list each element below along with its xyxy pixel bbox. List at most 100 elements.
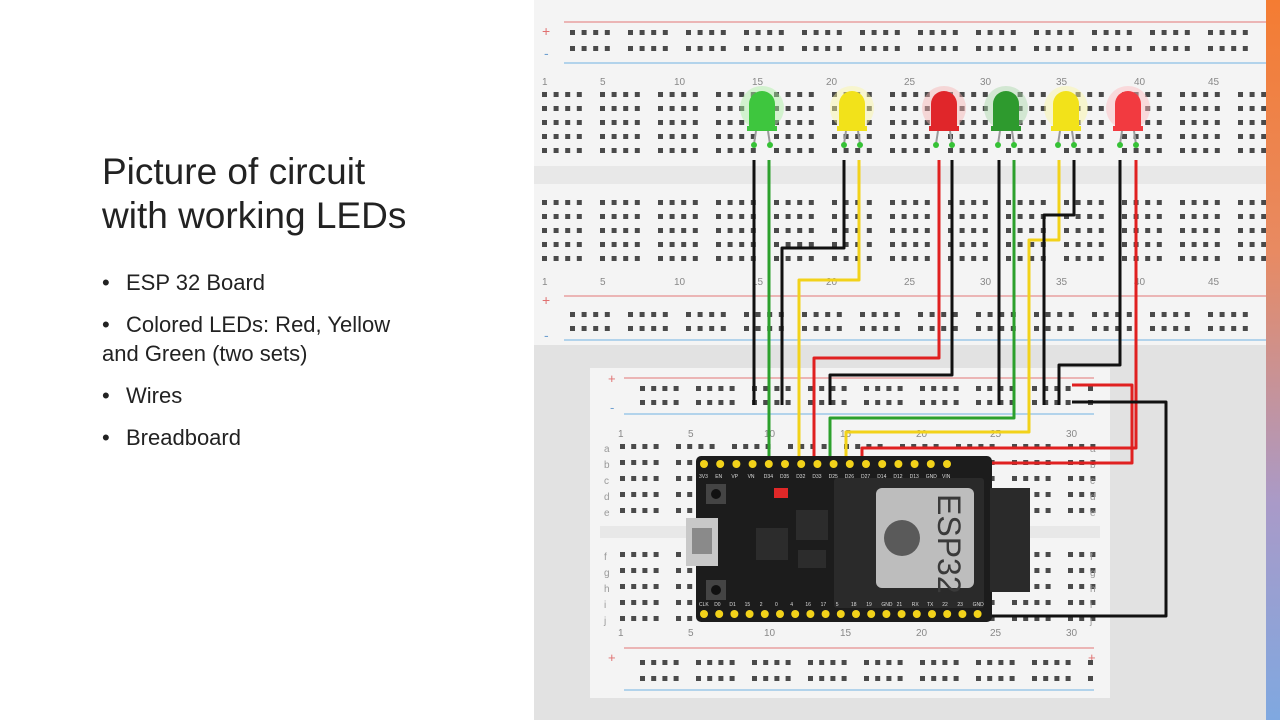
breadboard-hole bbox=[959, 134, 965, 139]
breadboard-hole bbox=[1057, 312, 1063, 317]
pin-label: GND bbox=[926, 474, 938, 480]
breadboard-hole bbox=[1068, 584, 1073, 589]
breadboard-hole bbox=[631, 508, 637, 513]
breadboard-hole bbox=[799, 444, 805, 449]
accent-bar bbox=[1266, 0, 1280, 720]
breadboard-hole bbox=[890, 200, 895, 205]
breadboard-hole bbox=[676, 616, 681, 621]
breadboard-hole bbox=[634, 228, 640, 233]
breadboard-hole bbox=[883, 30, 889, 35]
breadboard-hole bbox=[952, 30, 958, 35]
breadboard-hole bbox=[763, 386, 769, 391]
breadboard-hole bbox=[999, 312, 1005, 317]
pin-label: 4 bbox=[790, 602, 793, 608]
breadboard-hole bbox=[971, 200, 977, 205]
breadboard-hole bbox=[1079, 476, 1085, 481]
breadboard-hole bbox=[1122, 200, 1127, 205]
breadboard-hole bbox=[959, 92, 965, 97]
breadboard-hole bbox=[1249, 214, 1255, 219]
breadboard-hole bbox=[1115, 326, 1121, 331]
breadboard-hole bbox=[1249, 256, 1255, 261]
breadboard-hole bbox=[982, 148, 988, 153]
breadboard-hole bbox=[1068, 492, 1073, 497]
breadboard-hole bbox=[1180, 148, 1185, 153]
column-number: 5 bbox=[600, 277, 606, 288]
breadboard-hole bbox=[1045, 476, 1051, 481]
breadboard-hole bbox=[634, 214, 640, 219]
breadboard-hole bbox=[1261, 256, 1266, 261]
breadboard-hole bbox=[929, 46, 935, 51]
breadboard-hole bbox=[987, 30, 993, 35]
breadboard-hole bbox=[931, 386, 937, 391]
breadboard-hole bbox=[1090, 616, 1096, 621]
breadboard-hole bbox=[1010, 30, 1016, 35]
breadboard-hole bbox=[1017, 106, 1023, 111]
en-button-cap bbox=[711, 585, 721, 595]
breadboard-hole bbox=[604, 30, 610, 35]
led-light-icon bbox=[1053, 91, 1079, 130]
breadboard-hole bbox=[570, 46, 575, 51]
breadboard-hole bbox=[1122, 134, 1127, 139]
breadboard-hole bbox=[1087, 92, 1093, 97]
wire-black bbox=[828, 160, 954, 405]
breadboard-hole bbox=[1156, 106, 1162, 111]
breadboard-hole bbox=[1238, 148, 1243, 153]
breadboard-hole bbox=[855, 148, 861, 153]
breadboard-hole bbox=[897, 386, 903, 391]
breadboard-hole bbox=[999, 46, 1005, 51]
breadboard-hole bbox=[1242, 30, 1248, 35]
pin-header bbox=[912, 610, 921, 618]
breadboard-hole bbox=[1126, 326, 1132, 331]
led-leg bbox=[949, 130, 953, 145]
breadboard-hole bbox=[720, 326, 726, 331]
breadboard-hole bbox=[890, 92, 895, 97]
breadboard-hole bbox=[774, 228, 779, 233]
pin-label: VIN bbox=[942, 474, 951, 480]
pin-label: 3V3 bbox=[699, 474, 708, 480]
breadboard-hole bbox=[1040, 134, 1046, 139]
led-pin-dot bbox=[1117, 142, 1123, 148]
breadboard-hole bbox=[1064, 242, 1069, 247]
breadboard-hole bbox=[836, 326, 842, 331]
breadboard-hole bbox=[1017, 242, 1023, 247]
breadboard-hole bbox=[1034, 46, 1039, 51]
breadboard-hole bbox=[739, 228, 745, 233]
pin-label: D35 bbox=[780, 474, 789, 480]
breadboard-hole bbox=[808, 242, 814, 247]
breadboard-hole bbox=[1017, 148, 1023, 153]
breadboard-hole bbox=[785, 242, 791, 247]
breadboard-hole bbox=[696, 676, 701, 681]
breadboard-hole bbox=[971, 214, 977, 219]
breadboard-hole bbox=[707, 660, 713, 665]
breadboard-hole bbox=[982, 256, 988, 261]
breadboard-hole bbox=[802, 326, 807, 331]
pin-label: D0 bbox=[714, 602, 721, 608]
breadboard-hole bbox=[1054, 660, 1060, 665]
breadboard-hole bbox=[931, 660, 937, 665]
led-rim bbox=[837, 126, 867, 131]
breadboard-hole bbox=[808, 660, 813, 665]
row-letter: i bbox=[604, 600, 606, 611]
breadboard-hole bbox=[1029, 134, 1035, 139]
breadboard-hole bbox=[871, 46, 877, 51]
breadboard-hole bbox=[576, 256, 582, 261]
column-number: 45 bbox=[1208, 277, 1220, 288]
breadboard-hole bbox=[653, 476, 659, 481]
breadboard-hole bbox=[1203, 214, 1209, 219]
breadboard-hole bbox=[718, 660, 724, 665]
breadboard-hole bbox=[774, 676, 780, 681]
breadboard-hole bbox=[1238, 92, 1243, 97]
breadboard-hole bbox=[924, 228, 930, 233]
breadboard-hole bbox=[1006, 242, 1011, 247]
breadboard-hole bbox=[1261, 242, 1266, 247]
breadboard-hole bbox=[1249, 134, 1255, 139]
wire-red bbox=[990, 383, 1134, 465]
breadboard-hole bbox=[1079, 600, 1085, 605]
breadboard-hole bbox=[570, 312, 575, 317]
breadboard-hole bbox=[697, 46, 703, 51]
breadboard-hole bbox=[808, 106, 814, 111]
breadboard-hole bbox=[651, 326, 657, 331]
breadboard-hole bbox=[890, 242, 895, 247]
breadboard-hole bbox=[883, 326, 889, 331]
breadboard-hole bbox=[959, 242, 965, 247]
